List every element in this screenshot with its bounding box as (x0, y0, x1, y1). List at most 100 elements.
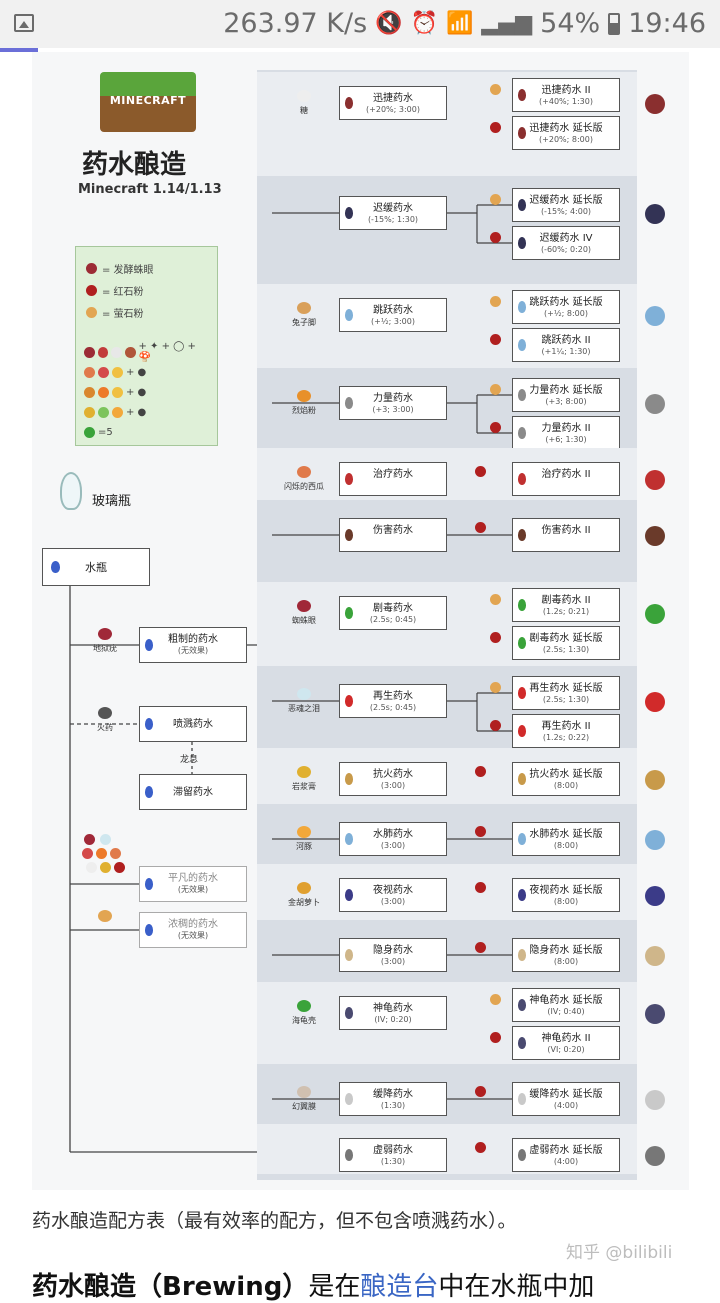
effect-icon (645, 526, 665, 546)
legend-recipe-row: + ● (84, 402, 209, 422)
potion-flask-icon (345, 773, 353, 785)
potion-flask-icon (345, 889, 353, 901)
battery-icon (608, 12, 621, 35)
ingredient-label: 海龟壳 (279, 1000, 329, 1026)
potion-node: 力量药水(+3; 3:00) (339, 386, 447, 420)
potion-flask-icon (518, 1037, 526, 1049)
potion-flask-icon (345, 97, 353, 109)
alarm-icon: ⏰ (410, 11, 438, 36)
potion-node: 神龟药水 II(VI; 0:20) (512, 1026, 620, 1060)
redstone-icon (475, 1086, 486, 1097)
potion-flask-icon (518, 89, 526, 101)
network-speed: 263.97 K/s (223, 8, 368, 39)
ingredient-label: 幻翼膜 (279, 1086, 329, 1112)
potion-node: 隐身药水(3:00) (339, 938, 447, 972)
potion-flask-icon (345, 1007, 353, 1019)
modifier-icon (490, 194, 501, 205)
brewing-stand-link[interactable]: 酿造台 (360, 1272, 439, 1302)
ingredient-label: 兔子脚 (279, 302, 329, 328)
chart-subtitle: Minecraft 1.14/1.13 (78, 182, 222, 197)
potion-node: 跳跃药水 延长版(+½; 8:00) (512, 290, 620, 324)
potion-flask-icon (518, 889, 526, 901)
legend-recipe-row: =5 (84, 422, 209, 442)
article-text: 药水酿造（Brewing）是在酿造台中在水瓶中加 (32, 1272, 595, 1302)
glass-bottle-label: 玻璃瓶 (92, 494, 132, 509)
nether-wart-ingredient: 地狱疣 (80, 628, 130, 654)
mute-icon: 🔇 (375, 11, 403, 36)
potion-node: 神龟药水(IV; 0:20) (339, 996, 447, 1030)
effect-icon (645, 94, 665, 114)
mundane-ingredients (82, 834, 134, 880)
potion-node: 伤害药水 (339, 518, 447, 552)
effect-icon (645, 306, 665, 326)
awkward-potion-node: 粗制的药水(无效果) (139, 627, 247, 663)
potion-node: 力量药水 延长版(+3; 8:00) (512, 378, 620, 412)
modifier-icon (490, 594, 501, 605)
potion-node: 迅捷药水 延长版(+20%; 8:00) (512, 116, 620, 150)
mundane-potion-node: 平凡的药水(无效果) (139, 866, 247, 902)
gunpowder-ingredient: 火药 (80, 707, 130, 733)
effect-icon (645, 1004, 665, 1024)
ingredient-label: 烈焰粉 (279, 390, 329, 416)
potion-node: 再生药水(2.5s; 0:45) (339, 684, 447, 718)
ingredient-icon (112, 386, 123, 398)
ingredient-icon (98, 366, 109, 378)
watermark: 知乎 @bilibili (566, 1243, 673, 1263)
ingredient-icon (98, 406, 109, 418)
brewing-panel: 糖迅捷药水(+20%; 3:00)迅捷药水 II(+40%; 1:30)迅捷药水… (257, 70, 665, 1180)
legend-item: = 红石粉 (86, 283, 144, 298)
potion-node: 夜视药水(3:00) (339, 878, 447, 912)
potion-node: 夜视药水 延长版(8:00) (512, 878, 620, 912)
redstone-icon (475, 466, 486, 477)
ingredient-icon (98, 386, 109, 398)
legend-recipe-row: + ● (84, 362, 209, 382)
ingredient-label: 恶魂之泪 (279, 688, 329, 714)
modifier-icon (490, 296, 501, 307)
wifi-icon: 📶 (446, 11, 474, 36)
ingredient-icon (297, 766, 311, 778)
ingredient-icon (111, 346, 122, 358)
modifier-icon (490, 720, 501, 731)
potion-flask-icon (518, 199, 526, 211)
tab-accent (0, 48, 38, 52)
effect-icon (645, 886, 665, 906)
potion-node: 虚弱药水 延长版(4:00) (512, 1138, 620, 1172)
dragon-breath-label: 龙息 (180, 755, 199, 765)
potion-flask-icon (518, 237, 526, 249)
potion-node: 再生药水 延长版(2.5s; 1:30) (512, 676, 620, 710)
ingredient-icon (124, 346, 136, 358)
ingredient-label: 河豚 (279, 826, 329, 852)
modifier-icon (490, 232, 501, 243)
potion-flask-icon (518, 301, 526, 313)
potion-node: 治疗药水 II (512, 462, 620, 496)
effect-icon (645, 604, 665, 624)
redstone-icon (475, 522, 486, 533)
potion-node: 迟缓药水 延长版(-15%; 4:00) (512, 188, 620, 222)
potion-flask-icon (518, 599, 526, 611)
ingredient-icon (84, 406, 95, 418)
battery-percent: 54% (540, 8, 601, 39)
potion-flask-icon (518, 637, 526, 649)
modifier-icon (490, 1032, 501, 1043)
redstone-icon (475, 942, 486, 953)
potion-node: 跳跃药水 II(+1¼; 1:30) (512, 328, 620, 362)
brewing-chart-image[interactable]: MINECRAFT 药水酿造 Minecraft 1.14/1.13 = 发酵蛛… (32, 52, 689, 1190)
potion-flask-icon (345, 695, 353, 707)
modifier-icon (490, 422, 501, 433)
redstone-icon (475, 1142, 486, 1153)
ingredient-icon (84, 346, 95, 358)
redstone-icon (475, 766, 486, 777)
effect-icon (645, 394, 665, 414)
ingredient-label: 金胡萝卜 (279, 882, 329, 908)
potion-flask-icon (518, 473, 526, 485)
potion-node: 剧毒药水 II(1.2s; 0:21) (512, 588, 620, 622)
legend-item: = 萤石粉 (86, 305, 144, 320)
potion-flask-icon (518, 999, 526, 1011)
modifier-icon (490, 122, 501, 133)
potion-flask-icon (518, 687, 526, 699)
lingering-potion-node: 滞留药水 (139, 774, 247, 810)
potion-node: 迟缓药水 IV(-60%; 0:20) (512, 226, 620, 260)
ingredient-icon (297, 688, 311, 700)
clock: 19:46 (628, 8, 706, 39)
potion-flask-icon (345, 309, 353, 321)
